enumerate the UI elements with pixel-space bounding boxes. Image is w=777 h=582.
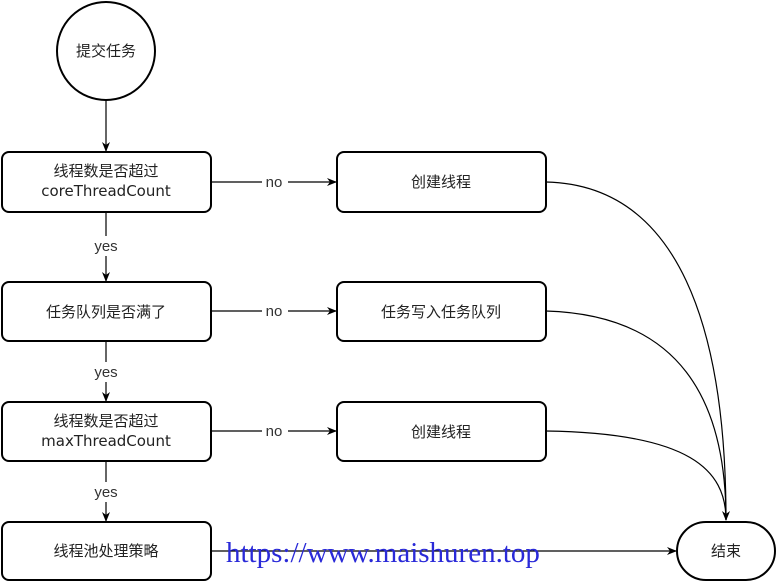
edge-action3-end: [545, 430, 727, 521]
yes-label-2: yes: [94, 364, 117, 381]
action-enqueue-label: 任务写入任务队列: [381, 303, 501, 321]
edge-action2-end: [545, 310, 727, 521]
action-create-thread-1-label: 创建线程: [411, 173, 471, 191]
reject-policy-label: 线程池处理策略: [53, 542, 158, 560]
end-label: 结束: [711, 542, 741, 560]
action-create-thread-2-label: 创建线程: [411, 423, 471, 441]
watermark-text: https://www.maishuren.top: [226, 537, 540, 569]
decision-core-thread-line1: 线程数是否超过: [53, 162, 158, 180]
no-label-1: no: [266, 174, 283, 191]
edge-action1-end: [545, 181, 730, 521]
decision-queue-full-label: 任务队列是否满了: [46, 303, 166, 321]
yes-label-3: yes: [94, 484, 117, 501]
decision-max-thread-line2: maxThreadCount: [41, 432, 171, 450]
no-label-3: no: [266, 423, 283, 440]
no-label-2: no: [266, 303, 283, 320]
yes-label-1: yes: [94, 238, 117, 255]
end-node: [676, 521, 776, 581]
start-label: 提交任务: [76, 42, 136, 60]
decision-max-thread-line1: 线程数是否超过: [53, 412, 158, 430]
decision-core-thread-line2: coreThreadCount: [41, 182, 171, 200]
